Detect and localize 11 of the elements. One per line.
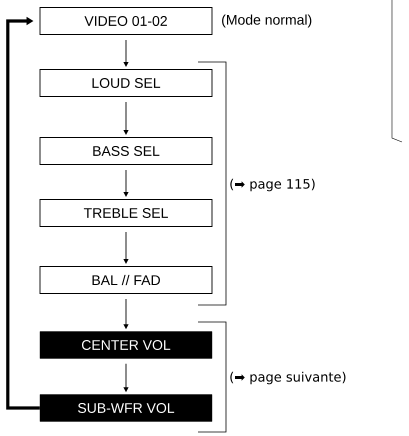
process-box: LOUD SEL	[40, 69, 212, 97]
process-box: SUB-WFR VOL	[40, 394, 212, 422]
process-box: TREBLE SEL	[40, 199, 212, 227]
page-reference: (➡ page 115)	[230, 178, 315, 192]
loop-arrow	[6, 16, 40, 410]
process-box: VIDEO 01-02	[40, 7, 212, 35]
process-box: CENTER VOL	[40, 331, 212, 359]
process-box: BASS SEL	[40, 137, 212, 165]
page-reference: (➡ page suivante)	[230, 372, 346, 384]
process-box: BAL // FAD	[40, 266, 212, 294]
note-text: (Mode normal)	[222, 14, 312, 28]
